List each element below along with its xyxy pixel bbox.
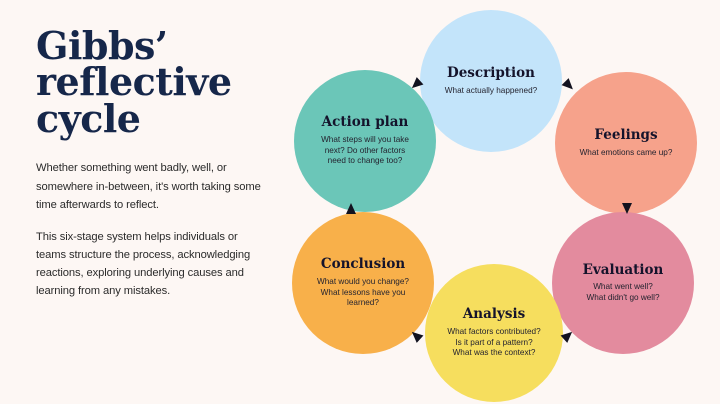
cycle-node-action-plan[interactable]: Action plan What steps will you take nex… [294, 70, 436, 212]
cycle-node-feelings-title: Feelings [594, 126, 658, 143]
page-title: Gibbs’ reflective cycle [36, 23, 232, 141]
left-column: Gibbs’ reflective cycle Whether somethin… [36, 23, 268, 312]
cycle-node-description-title: Description [447, 64, 535, 81]
cycle-node-feelings-question: What emotions came up? [579, 147, 673, 157]
cycle-node-description-question: What actually happened? [444, 85, 538, 95]
cycle-arrow-description-to-feelings [561, 78, 577, 93]
cycle-node-conclusion-question: What would you change? What lessons have… [317, 277, 409, 308]
cycle-node-description[interactable]: Description What actually happened? [420, 10, 562, 152]
intro-paragraph-2: This six-stage system helps individuals … [36, 230, 251, 298]
cycle-node-evaluation-question: What went well? What didn't go well? [586, 282, 660, 302]
gibbs-cycle-diagram: Description What actually happened? Feel… [280, 0, 720, 404]
cycle-node-evaluation-title: Evaluation [582, 261, 664, 278]
cycle-node-feelings[interactable]: Feelings What emotions came up? [555, 72, 697, 214]
cycle-node-analysis-question: What factors contributed? Is it part of … [447, 327, 541, 358]
cycle-arrow-feelings-to-evaluation [622, 203, 632, 214]
cycle-node-action-plan-title: Action plan [321, 114, 409, 131]
cycle-node-analysis[interactable]: Analysis What factors contributed? Is it… [425, 264, 563, 402]
cycle-node-conclusion-title: Conclusion [320, 256, 406, 273]
cycle-node-evaluation[interactable]: Evaluation What went well? What didn't g… [552, 212, 694, 354]
intro-paragraph-1: Whether something went badly, well, or s… [36, 162, 261, 211]
cycle-node-analysis-title: Analysis [462, 306, 526, 323]
cycle-node-conclusion[interactable]: Conclusion What would you change? What l… [292, 212, 434, 354]
cycle-node-action-plan-question: What steps will you take next? Do other … [321, 135, 409, 166]
cycle-arrow-conclusion-to-action-plan [346, 203, 356, 214]
